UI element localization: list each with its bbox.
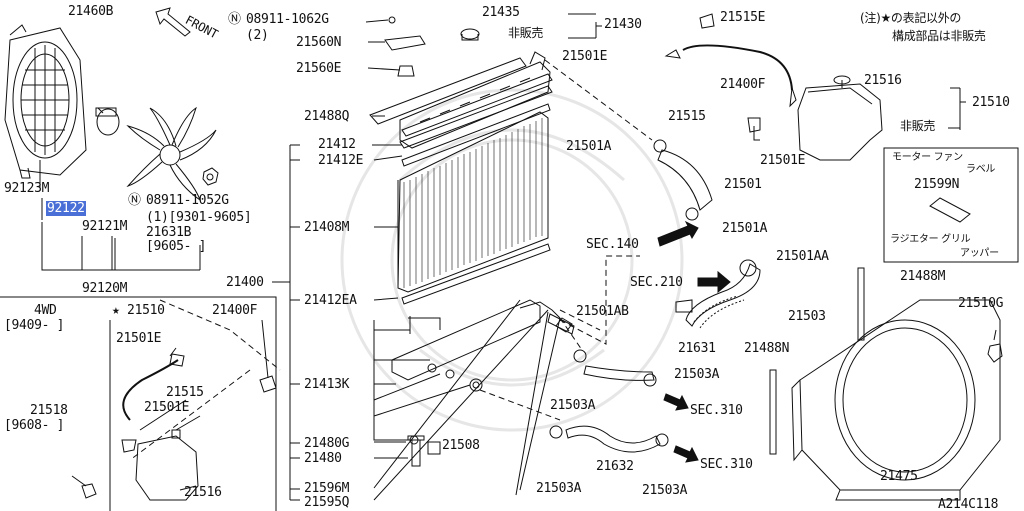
inset-21515[interactable]: 21515 xyxy=(166,385,204,400)
label-21560E[interactable]: 21560E xyxy=(296,61,342,76)
seal-21488M xyxy=(857,267,865,341)
fan-shroud-21475 xyxy=(791,299,1001,501)
radiator-core-21408M xyxy=(397,111,549,293)
label-21501AB[interactable]: 21501AB xyxy=(576,304,629,319)
radiator-cap-21430 xyxy=(460,28,480,41)
label-21488M[interactable]: 21488M xyxy=(900,269,946,284)
inset-21516[interactable]: 21516 xyxy=(184,485,222,500)
sec-310-link-2[interactable]: SEC.310 xyxy=(700,457,753,472)
label-21501[interactable]: 21501 xyxy=(724,177,762,192)
hose-21632 xyxy=(565,425,661,453)
label-21501A[interactable]: 21501A xyxy=(566,139,612,154)
label-21501E-b[interactable]: 21501E xyxy=(760,153,806,168)
label-21501AA[interactable]: 21501AA xyxy=(776,249,829,264)
label-21515E[interactable]: 21515E xyxy=(720,10,766,25)
label-21631B-range: [9605- ] xyxy=(146,239,207,254)
upper-tank xyxy=(399,51,551,149)
label-08911-1052G[interactable]: 08911-1052G xyxy=(146,193,229,208)
inset-21518-range: [9608- ] xyxy=(4,418,65,433)
label-21510-note: 非販売 xyxy=(900,119,936,133)
label-21599N[interactable]: 21599N xyxy=(914,177,960,192)
label-21400F[interactable]: 21400F xyxy=(720,77,766,92)
fan-blade-92121M xyxy=(126,106,217,202)
label-92123M[interactable]: 92123M xyxy=(4,181,50,196)
label-box-upper: アッパー xyxy=(960,248,999,259)
label-box-motor-fan: モーター ファン xyxy=(892,152,963,163)
label-21632[interactable]: 21632 xyxy=(596,459,634,474)
inset-21518[interactable]: 21518 xyxy=(30,403,68,418)
nut-08911-1052G xyxy=(202,167,219,186)
label-08911-1062G-qty: (2) xyxy=(246,28,269,43)
sec-210-link[interactable]: SEC.210 xyxy=(630,275,683,290)
label-21480G[interactable]: 21480G xyxy=(304,436,350,451)
label-box-grill: ラジエター グリル xyxy=(890,234,971,245)
label-21412E[interactable]: 21412E xyxy=(318,153,364,168)
label-box-border xyxy=(883,147,1019,263)
label-21460B[interactable]: 21460B xyxy=(68,4,114,19)
label-21412[interactable]: 21412 xyxy=(318,137,356,152)
label-92121M[interactable]: 92121M xyxy=(82,219,128,234)
label-21595Q[interactable]: 21595Q xyxy=(304,495,350,510)
label-21400[interactable]: 21400 xyxy=(226,275,264,290)
label-21631[interactable]: 21631 xyxy=(678,341,716,356)
circled-n-08911-1062G: Ⓝ xyxy=(228,12,241,27)
diagram-code: A214C118 xyxy=(938,497,999,511)
seal-21488N xyxy=(769,369,777,455)
reservoir-tank-21510 xyxy=(797,75,883,161)
inset-21501E[interactable]: 21501E xyxy=(116,331,162,346)
label-21631B[interactable]: 21631B xyxy=(146,225,192,240)
label-92120M[interactable]: 92120M xyxy=(82,281,128,296)
circled-n-08911-1052G: Ⓝ xyxy=(128,193,141,208)
inset-4wd-frame xyxy=(0,296,277,511)
lower-tank-21412EA xyxy=(391,299,561,381)
label-21488Q[interactable]: 21488Q xyxy=(304,109,350,124)
label-21488N[interactable]: 21488N xyxy=(744,341,790,356)
label-21596M[interactable]: 21596M xyxy=(304,481,350,496)
label-21412EA[interactable]: 21412EA xyxy=(304,293,357,308)
label-21435-note: 非販売 xyxy=(508,26,544,40)
label-21501A-b[interactable]: 21501A xyxy=(722,221,768,236)
inset-title-4wd: 4WD xyxy=(34,303,57,318)
label-08911-1052G-range: (1)[9301-9605] xyxy=(146,210,252,225)
label-92122[interactable]: 92122 xyxy=(46,201,86,216)
hose-21631 xyxy=(583,365,655,381)
inset-21400F[interactable]: 21400F xyxy=(212,303,258,318)
inset-21501E-b[interactable]: 21501E xyxy=(144,400,190,415)
upper-hose-21501 xyxy=(653,139,713,221)
label-21430[interactable]: 21430 xyxy=(604,17,642,32)
inset-reservoir xyxy=(71,353,277,501)
label-21413K[interactable]: 21413K xyxy=(304,377,350,392)
note-line-1: (注)★の表記以外の xyxy=(860,11,962,25)
fan-motor-92122 xyxy=(95,107,120,136)
label-21510[interactable]: 21510 xyxy=(972,95,1010,110)
label-21503A-3[interactable]: 21503A xyxy=(536,481,582,496)
label-21516[interactable]: 21516 xyxy=(864,73,902,88)
label-21475[interactable]: 21475 xyxy=(880,469,918,484)
note-line-2: 構成部品は非販売 xyxy=(892,29,986,43)
label-21503[interactable]: 21503 xyxy=(788,309,826,324)
label-21508[interactable]: 21508 xyxy=(442,438,480,453)
seal-21488Q xyxy=(369,57,527,125)
inset-21510[interactable]: ★ 21510 xyxy=(112,303,165,318)
label-21435[interactable]: 21435 xyxy=(482,5,520,20)
label-21408M[interactable]: 21408M xyxy=(304,220,350,235)
sec-140-link[interactable]: SEC.140 xyxy=(586,237,639,252)
label-21501E[interactable]: 21501E xyxy=(562,49,608,64)
label-box-label: ラベル xyxy=(966,164,996,175)
label-21480[interactable]: 21480 xyxy=(304,451,342,466)
label-21503A-4[interactable]: 21503A xyxy=(642,483,688,498)
label-92122-highlight[interactable]: 92122 xyxy=(46,201,86,216)
hose-21503 xyxy=(685,259,761,329)
label-21503A-2[interactable]: 21503A xyxy=(550,398,596,413)
label-21503A-1[interactable]: 21503A xyxy=(674,367,720,382)
fan-shroud-92123M xyxy=(4,24,87,179)
inset-range: [9409- ] xyxy=(4,318,65,333)
sec-310-link-1[interactable]: SEC.310 xyxy=(690,403,743,418)
label-21560N[interactable]: 21560N xyxy=(296,35,342,50)
label-21515[interactable]: 21515 xyxy=(668,109,706,124)
label-08911-1062G[interactable]: 08911-1062G xyxy=(246,12,329,27)
label-21510G[interactable]: 21510G xyxy=(958,296,1004,311)
